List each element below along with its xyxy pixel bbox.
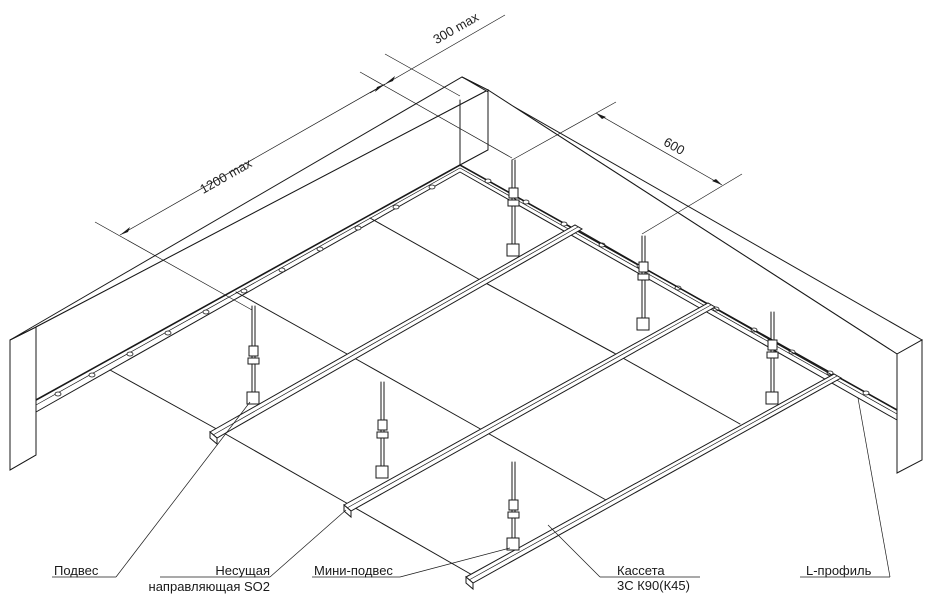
label-nesushchaya-line2: направляющая SO2 [148, 579, 270, 594]
hangers [246, 159, 779, 551]
dimension-300: 300 max [369, 9, 506, 97]
mini-hanger [506, 461, 520, 551]
label-l-profil: L-профиль [806, 563, 872, 578]
label-kasseta: Кассета 3С К90(К45) [617, 563, 690, 593]
dimension-600-label: 600 [661, 134, 687, 158]
label-mini-podves: Мини-подвес [314, 563, 393, 578]
carrier-3 [465, 373, 843, 591]
main-carriers [209, 224, 843, 591]
hanger [375, 381, 389, 479]
wall-structure [9, 76, 924, 474]
carrier-1 [209, 224, 584, 446]
leader-lines [52, 397, 891, 578]
label-podves: Подвес [54, 563, 99, 578]
label-nesushchaya-line1: Несущая [215, 563, 270, 578]
hanger [765, 311, 779, 405]
label-nesushchaya: Несущая [150, 563, 270, 578]
l-profile-perimeter [35, 164, 898, 421]
carrier-2 [343, 302, 717, 519]
label-kasseta-line1: Кассета [617, 563, 665, 578]
hanger [246, 305, 260, 405]
hanger [636, 235, 650, 331]
label-kasseta-line2: 3С К90(К45) [617, 578, 690, 593]
dimension-1200-label: 1200 max [197, 155, 254, 196]
hanger [506, 159, 520, 257]
dimension-300-label: 300 max [430, 9, 481, 47]
label-nesushchaya-line2-wrap: направляющая SO2 [120, 579, 270, 594]
l-profile-holes [54, 178, 870, 397]
